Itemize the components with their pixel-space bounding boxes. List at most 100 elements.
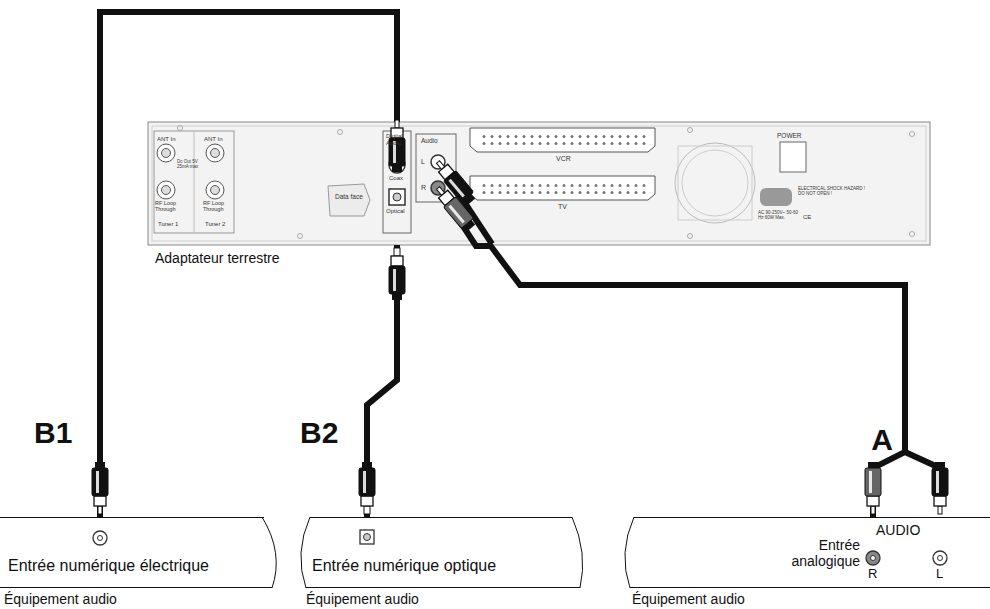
plug: [96, 471, 99, 493]
plug: [936, 471, 939, 493]
scart-sockets: [480, 132, 646, 146]
rear-panel: [688, 128, 693, 133]
cable-label: A: [871, 425, 893, 455]
cable-label: B2: [300, 418, 338, 448]
panel-label: RF Loop Through: [155, 200, 181, 212]
rear-panel: [338, 130, 343, 135]
tuner-connectors: [194, 131, 195, 233]
plug: [92, 468, 108, 496]
input-label: Entrée numérique électrique: [8, 557, 209, 575]
tuner-connectors: [157, 181, 175, 199]
equipment-jacks: [871, 556, 876, 561]
plug: [395, 120, 399, 128]
box-outline: [618, 517, 990, 588]
box-outline: [0, 517, 285, 588]
panel-label: Coax: [389, 175, 403, 182]
panel-label: Dc Out 5V 25mA max: [177, 160, 203, 170]
panel-label: Tuner 1: [158, 221, 178, 228]
digital-audio-outputs: [389, 189, 405, 205]
rear-panel: [688, 234, 693, 239]
outline: [0, 517, 285, 588]
plug: [394, 248, 400, 256]
box-outline: [301, 517, 583, 588]
plug: [934, 496, 946, 506]
plug: [448, 205, 464, 224]
panel-label: CE: [803, 214, 811, 221]
plug: [95, 462, 105, 468]
plug: [363, 471, 366, 493]
panel-label: Tuner 2: [205, 221, 225, 228]
rear-panel: [152, 126, 926, 241]
panel-label: L: [421, 158, 425, 166]
input-label: L: [936, 567, 943, 582]
plug: [464, 220, 476, 231]
equipment-jacks: [866, 551, 880, 565]
digital-audio-outputs: [383, 131, 411, 233]
panel-label: POWER: [777, 132, 802, 139]
input-label: Entrée numérique optique: [312, 557, 496, 575]
input-label: AUDIO: [876, 522, 920, 538]
equipment-jacks: [938, 556, 943, 561]
plug: [392, 294, 402, 300]
audio-cable: [490, 245, 905, 517]
panel-label: ELECTRICAL SHOCK HAZARD ! DO NOT OPEN !: [798, 187, 868, 197]
input-label: Entrée analogique: [768, 537, 860, 569]
rear-panel: [910, 232, 915, 237]
plug: [94, 496, 106, 506]
tuner-connectors: [211, 149, 220, 158]
tuner-connectors: [154, 131, 234, 233]
rca-plugs: [92, 120, 948, 514]
plug: [92, 462, 108, 514]
plug: [389, 248, 405, 300]
rear-panel: [148, 122, 930, 245]
data-interface-port: [328, 184, 370, 216]
tuner-connectors: [206, 181, 224, 199]
plug: [868, 462, 878, 468]
plug: [391, 256, 403, 266]
data-interface-port: [328, 184, 370, 216]
cable-branch: [461, 197, 940, 468]
equipment-name: Équipement audio: [4, 591, 117, 607]
plug: [359, 468, 375, 496]
rear-panel: [298, 234, 303, 239]
panel-label: ANT In: [157, 136, 176, 143]
plug: [359, 462, 375, 514]
plug: [871, 506, 875, 514]
outline: [618, 517, 990, 588]
plug: [361, 496, 373, 506]
plug: [432, 183, 478, 233]
panel-label: RF Loop Through: [203, 200, 231, 212]
equipment-jacks: [93, 531, 107, 545]
panel-label: TV: [558, 203, 567, 211]
tuner-connectors: [157, 144, 175, 162]
rear-panel: [910, 132, 915, 137]
panel-label: Optical: [386, 208, 405, 215]
analog-audio-outputs: [431, 155, 445, 169]
plug: [362, 462, 372, 468]
scart-sockets: [470, 128, 655, 200]
plug: [364, 506, 370, 514]
plug: [938, 506, 942, 514]
input-label: R: [868, 567, 877, 582]
analog-audio-outputs: [431, 181, 445, 195]
cables: [100, 12, 905, 517]
analog-audio-outputs: [416, 134, 456, 202]
audio-equipment-box: Entrée numérique électriqueÉquipement au…: [0, 517, 285, 609]
plug: [867, 496, 879, 506]
equipment-name: Équipement audio: [632, 591, 745, 607]
outline: [296, 517, 588, 588]
rating-sticker: [760, 188, 792, 206]
analog-audio-outputs: [416, 134, 456, 202]
tuner-connectors: [162, 186, 171, 195]
panel-label: Digital Audio: [386, 133, 410, 146]
cable-label: B1: [34, 418, 72, 448]
rating-sticker: [760, 188, 792, 206]
rear-panel: [178, 126, 183, 131]
scart-sockets: [470, 128, 655, 152]
cooling-fan: [675, 143, 755, 223]
panel-label: Audio: [421, 137, 438, 144]
plug: [932, 468, 948, 496]
equipment-jacks: [98, 536, 103, 541]
panel-label: VCR: [556, 155, 571, 163]
scart-sockets: [480, 180, 646, 194]
